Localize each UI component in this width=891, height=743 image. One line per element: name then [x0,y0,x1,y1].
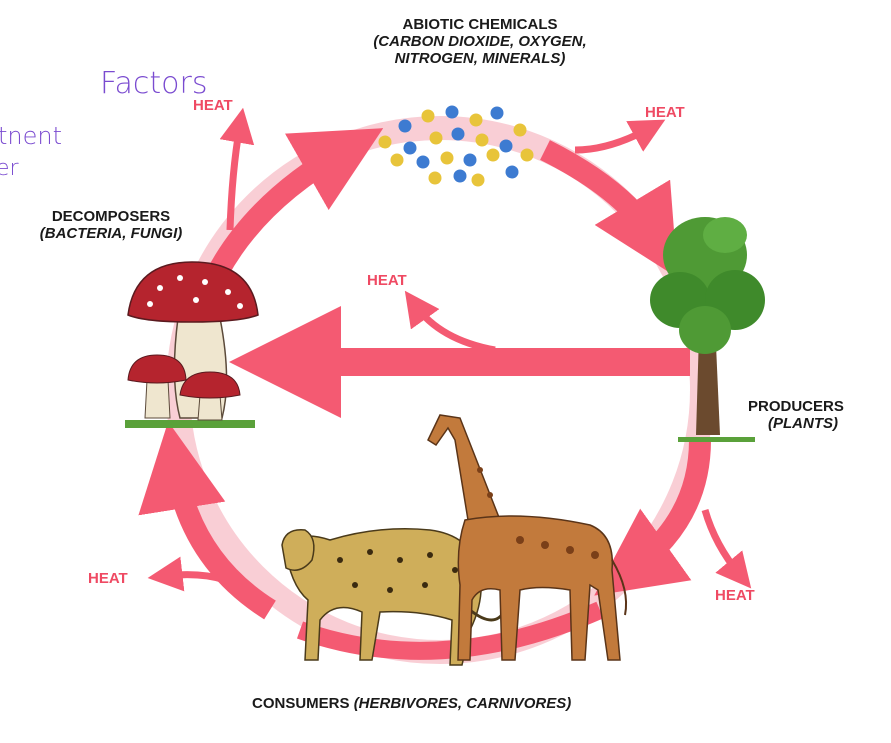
consumers-label: CONSUMERS (HERBIVORES, CARNIVORES) [252,695,571,712]
consumers-title: CONSUMERS [252,695,350,712]
arrow-abiotic-to-producers [540,140,678,278]
abiotic-line1: (CARBON DIOXIDE, OXYGEN, [373,33,587,50]
arrow-consumers-to-decomposers [138,421,276,620]
abiotic-label: ABIOTIC CHEMICALS (CARBON DIOXIDE, OXYGE… [330,16,630,67]
handwritten-annotation-partial-2: er [0,156,19,181]
arrow-producers-to-consumers [594,439,711,596]
mushroom-icon [125,261,259,428]
tree-icon [650,217,765,442]
producers-label: PRODUCERS (PLANTS) [748,398,844,432]
molecule-icon [378,105,534,187]
heat-arrow-decomposers [219,107,255,231]
producers-sub: (PLANTS) [768,415,838,432]
heat-arrow-center [404,290,496,354]
heat-label-decomposers: HEAT [193,97,233,114]
decomposers-title: DECOMPOSERS [51,208,171,225]
heat-arrow-consumers [147,556,227,592]
heat-label-consumers: HEAT [88,570,128,587]
heat-label-abiotic: HEAT [645,104,685,121]
decomposers-sub: (BACTERIA, FUNGI) [39,225,183,242]
giraffe-icon [427,414,628,661]
decomposers-label: DECOMPOSERS (BACTERIA, FUNGI) [6,208,216,242]
abiotic-title: ABIOTIC CHEMICALS [402,16,558,33]
abiotic-line2: NITROGEN, MINERALS) [394,50,566,67]
handwritten-annotation-partial: tnent [0,122,63,150]
producers-title: PRODUCERS [748,398,844,415]
heat-arrow-producers [701,509,752,589]
handwritten-annotation-factors: Factors [100,66,208,101]
heat-label-producers: HEAT [715,587,755,604]
heat-label-center: HEAT [367,272,407,289]
ring-bottom-segment [296,601,604,660]
heat-arrow-abiotic [574,119,666,154]
consumers-sub: (HERBIVORES, CARNIVORES) [353,695,572,712]
